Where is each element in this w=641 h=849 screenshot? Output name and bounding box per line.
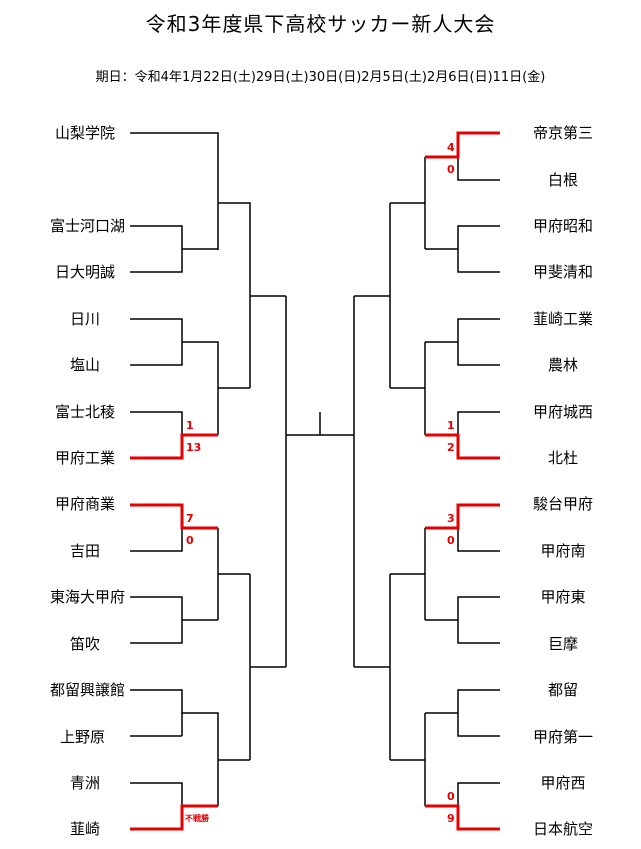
team-left: 青洲 [69,774,100,792]
team-right: 甲府東 [540,588,586,606]
team-right: 都留 [547,681,578,699]
team-right: 甲府第一 [532,728,593,746]
bracket-line [457,225,500,273]
team-left: 日川 [69,310,100,328]
team-left: 吉田 [69,542,100,560]
bracket-line [130,596,183,644]
team-right: 帝京第三 [532,124,593,142]
team-right: 甲府城西 [532,403,593,421]
team-right: 韮崎工業 [532,310,593,328]
score-walkover: 不戦勝 [185,814,209,823]
winner-line [130,503,218,530]
bracket-line [457,157,500,181]
score: 0 [447,534,455,547]
score: 0 [447,790,455,803]
bracket-line [130,225,183,273]
team-left: 都留興譲館 [49,681,125,699]
bracket-line [457,318,500,366]
score: 13 [186,441,202,454]
score: 9 [447,812,455,825]
team-left: 韮崎 [69,820,100,838]
bracket-line [130,689,183,713]
score: 0 [186,534,194,547]
team-right: 巨摩 [547,635,578,653]
bracket-line [218,202,251,388]
winner-line [425,804,500,831]
winner-line [130,804,218,831]
bracket-line [457,689,500,737]
team-left: 甲府工業 [54,449,115,467]
winner-line [130,433,218,460]
team-left: 富士河口湖 [49,217,125,235]
winner-line [425,433,500,460]
team-left: 甲府商業 [54,495,115,513]
score: 2 [447,441,455,454]
page-title: 令和3年度県下高校サッカー新人大会 [145,12,496,36]
bracket-line [457,411,500,435]
team-left: 笛吹 [69,635,100,653]
bracket-line [181,712,219,806]
score: 4 [447,141,455,154]
schedule-dates: 期日：令和4年1月22日(土)29日(土)30日(日)2月5日(土)2月6日(日… [95,70,546,85]
team-left: 日大明誠 [54,263,115,281]
bracket-line [457,596,500,644]
bracket-line [130,132,219,250]
bracket-line [182,341,219,388]
team-left: 山梨学院 [54,124,115,142]
winner-line [425,131,500,159]
score: 1 [186,419,194,432]
bracket-line [457,528,500,552]
team-left: 上野原 [59,728,105,746]
bracket-line [130,318,183,366]
team-right: 北杜 [547,449,578,467]
team-right: 甲府南 [540,542,586,560]
bracket-line [457,782,500,806]
bracket-line [130,411,183,435]
score: 1 [447,419,455,432]
bracket-line [130,782,183,806]
team-left: 東海大甲府 [49,588,125,606]
bracket-line [130,528,183,552]
team-right: 甲斐清和 [532,263,593,281]
team-left: 塩山 [69,356,100,374]
winner-line [425,503,500,530]
score: 3 [447,512,455,525]
team-right: 甲府西 [540,774,586,792]
score: 0 [447,163,455,176]
score: 7 [186,512,194,525]
team-right: 日本航空 [532,820,593,838]
team-left: 富士北稜 [54,403,115,421]
team-right: 白根 [547,171,578,189]
team-right: 甲府昭和 [532,217,593,235]
team-right: 農林 [547,356,578,374]
team-right: 駿台甲府 [532,495,593,513]
